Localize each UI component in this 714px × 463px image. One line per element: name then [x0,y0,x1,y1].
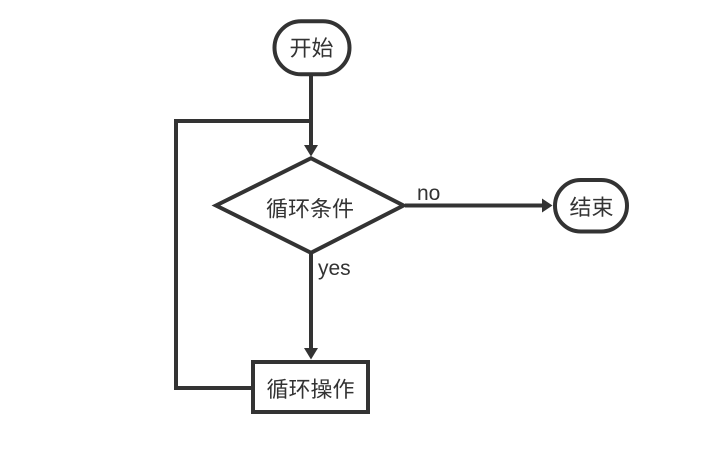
svg-text:yes: yes [318,257,351,280]
svg-text:no: no [417,182,440,205]
